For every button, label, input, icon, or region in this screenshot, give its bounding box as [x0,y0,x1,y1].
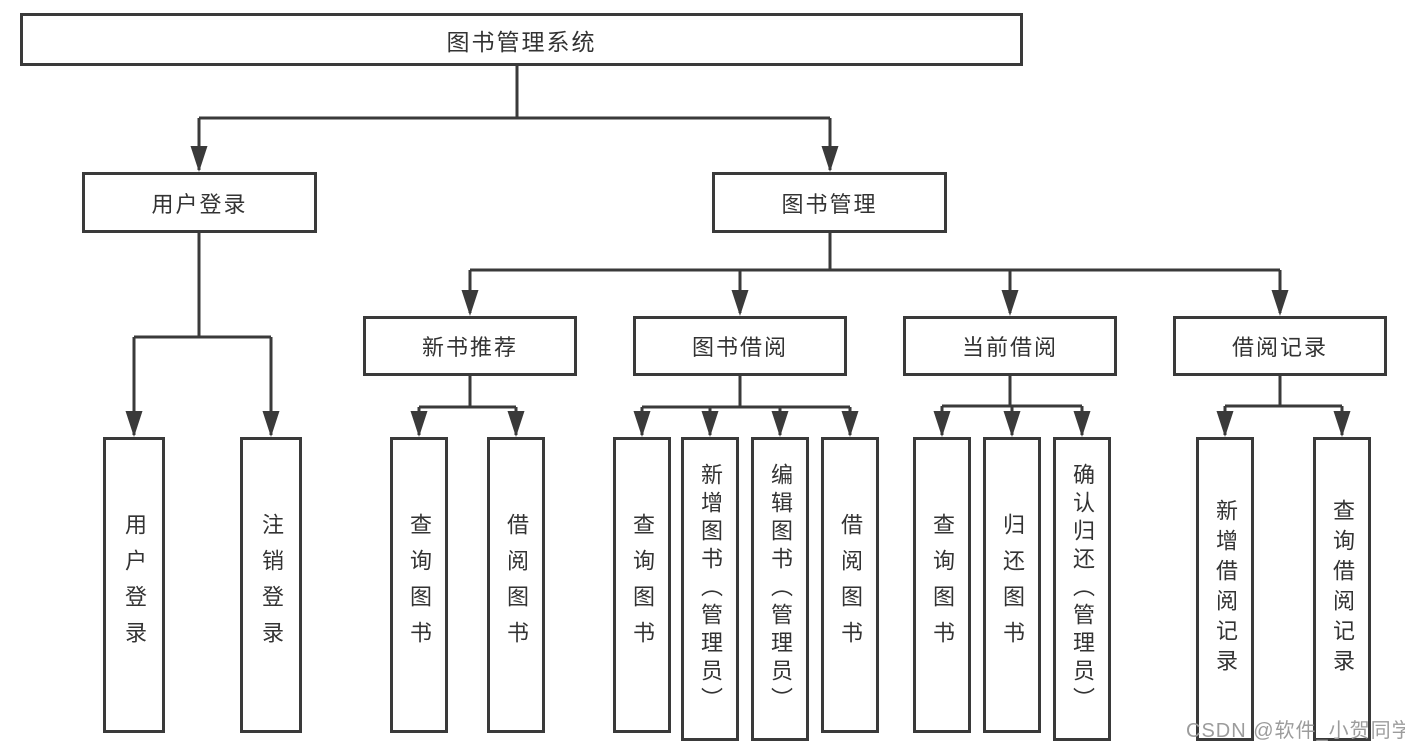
leaf-current-query-books: 查询图书 [913,437,971,733]
leaf-logout-label: 注销登录 [259,513,284,657]
arrowhead-icon [507,411,525,437]
node-book-management: 图书管理 [712,172,947,233]
arrowhead-icon [262,411,280,437]
leaf-user-login: 用户登录 [103,437,165,733]
leaf-query-borrow-record-label: 查询借阅记录 [1330,499,1355,679]
arrowhead-icon [1271,290,1289,316]
node-book-management-label: 图书管理 [781,191,878,217]
node-book-borrow: 图书借阅 [633,316,847,376]
leaf-edit-books-admin-label: 编辑图书（管理员） [768,463,793,715]
leaf-borrow-books: 借阅图书 [821,437,879,733]
arrowhead-icon [1003,411,1021,437]
leaf-confirm-return-admin-label: 确认归还（管理员） [1070,463,1095,715]
node-new-book-recommend-label: 新书推荐 [421,335,518,360]
node-current-borrow-label: 当前借阅 [961,335,1058,360]
arrowhead-icon [410,411,428,437]
leaf-recommend-query-books-label: 查询图书 [407,513,432,657]
leaf-recommend-borrow-books: 借阅图书 [487,437,545,733]
arrowhead-icon [125,411,143,437]
leaf-logout: 注销登录 [240,437,302,733]
arrowhead-icon [933,411,951,437]
arrowhead-icon [821,146,839,172]
node-book-borrow-label: 图书借阅 [691,335,788,360]
leaf-recommend-borrow-books-label: 借阅图书 [504,513,529,657]
leaf-add-books-admin-label: 新增图书（管理员） [698,463,723,715]
arrowhead-icon [731,290,749,316]
leaf-recommend-query-books: 查询图书 [390,437,448,733]
arrowhead-icon [633,411,651,437]
arrowhead-icon [841,411,859,437]
arrowhead-icon [1333,411,1351,437]
node-user-login: 用户登录 [82,172,317,233]
arrowhead-icon [1001,290,1019,316]
leaf-add-books-admin: 新增图书（管理员） [681,437,739,741]
node-root: 图书管理系统 [20,13,1023,66]
leaf-return-books: 归还图书 [983,437,1041,733]
leaf-borrow-query-books-label: 查询图书 [630,513,655,657]
node-user-login-label: 用户登录 [151,191,248,217]
node-current-borrow: 当前借阅 [903,316,1117,376]
leaf-current-query-books-label: 查询图书 [930,513,955,657]
arrowhead-icon [701,411,719,437]
leaf-return-books-label: 归还图书 [1000,513,1025,657]
leaf-add-borrow-record-label: 新增借阅记录 [1213,499,1238,679]
leaf-user-login-label: 用户登录 [122,513,147,657]
node-borrow-records-label: 借阅记录 [1231,335,1328,360]
arrowhead-icon [771,411,789,437]
arrowhead-icon [190,146,208,172]
leaf-borrow-query-books: 查询图书 [613,437,671,733]
leaf-borrow-books-label: 借阅图书 [838,513,863,657]
arrowhead-icon [1216,411,1234,437]
node-borrow-records: 借阅记录 [1173,316,1387,376]
leaf-add-borrow-record: 新增借阅记录 [1196,437,1254,741]
node-root-label: 图书管理系统 [446,28,597,55]
node-new-book-recommend: 新书推荐 [363,316,577,376]
leaf-query-borrow-record: 查询借阅记录 [1313,437,1371,741]
arrowhead-icon [461,290,479,316]
leaf-confirm-return-admin: 确认归还（管理员） [1053,437,1111,741]
watermark: CSDN @软件_小贺同学 [1186,720,1405,742]
leaf-edit-books-admin: 编辑图书（管理员） [751,437,809,741]
arrowhead-icon [1073,411,1091,437]
